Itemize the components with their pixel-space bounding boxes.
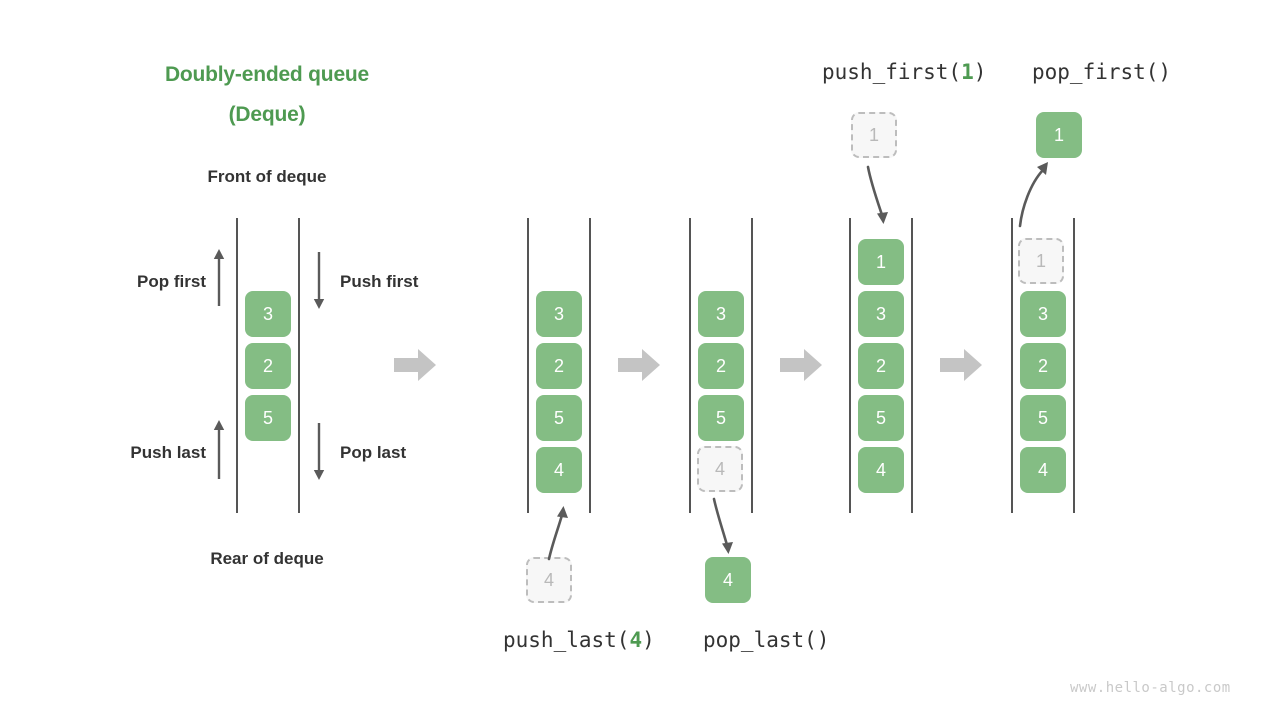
step-arrow-3-icon	[780, 348, 822, 382]
push-last-call-pre: push_last(	[503, 628, 630, 652]
pop-last-call-caption: pop_last()	[703, 628, 830, 652]
cell-col3-0: 3	[698, 291, 744, 337]
cell-col-initial-2: 5	[245, 395, 291, 441]
push-first-call-arg: 1	[961, 60, 974, 84]
cell-col5-1: 3	[1020, 291, 1066, 337]
push-first-arrow-icon	[312, 250, 326, 310]
push-first-call-post: )	[973, 60, 987, 84]
cell-col2-0: 3	[536, 291, 582, 337]
cell-col4-1: 3	[858, 291, 904, 337]
push-last-call-caption: push_last(4)	[503, 628, 655, 652]
cell-col3-1: 2	[698, 343, 744, 389]
diagram-title-line1: Doubly-ended queue	[164, 63, 370, 86]
diagram-title-line2: (Deque)	[228, 103, 306, 126]
cell-col4-2: 2	[858, 343, 904, 389]
cell-col2-1: 2	[536, 343, 582, 389]
cell-col5-4: 4	[1020, 447, 1066, 493]
pop-first-label: Pop first	[137, 272, 206, 291]
rear-of-deque-label: Rear of deque	[210, 549, 324, 568]
step-arrow-1-icon	[394, 348, 436, 382]
push-last-motion-arrow-icon	[540, 505, 580, 561]
push-first-call-pre: push_first(	[822, 60, 962, 84]
cell-col-initial-1: 2	[245, 343, 291, 389]
watermark: www.hello-algo.com	[1070, 680, 1231, 696]
push-first-call-caption: push_first(1)	[822, 60, 986, 84]
push-last-arrow-icon	[212, 419, 226, 481]
pop-first-motion-arrow-icon	[1012, 160, 1056, 228]
pop-last-motion-arrow-icon	[705, 497, 745, 557]
col-pop-last-rail-left	[689, 218, 691, 513]
cell-col4-3: 5	[858, 395, 904, 441]
step-arrow-4-icon	[940, 348, 982, 382]
pop-last-arrow-icon	[312, 421, 326, 481]
cell-col3-3-ghost: 4	[697, 446, 743, 492]
pop-first-call-caption: pop_first()	[1032, 60, 1172, 84]
push-last-call-post: )	[642, 628, 655, 652]
col-pop-last-rail-right	[751, 218, 753, 513]
push-first-motion-arrow-icon	[858, 165, 898, 227]
pop-last-label: Pop last	[340, 443, 407, 462]
cell-col5-0-ghost: 1	[1018, 238, 1064, 284]
cell-col4-0: 1	[858, 239, 904, 285]
cell-col2-2: 5	[536, 395, 582, 441]
incoming-ghost-cell-push-last: 4	[526, 557, 572, 603]
cell-col-initial-0: 3	[245, 291, 291, 337]
cell-col5-3: 5	[1020, 395, 1066, 441]
step-arrow-2-icon	[618, 348, 660, 382]
col-after-push-first-rail-right	[911, 218, 913, 513]
col-pop-first-rail-left	[1011, 218, 1013, 513]
push-last-call-arg: 4	[629, 628, 643, 652]
push-last-label: Push last	[130, 443, 206, 462]
cell-col5-2: 2	[1020, 343, 1066, 389]
push-first-label: Push first	[340, 272, 419, 291]
outgoing-cell-pop-last: 4	[705, 557, 751, 603]
cell-col2-3: 4	[536, 447, 582, 493]
front-of-deque-label: Front of deque	[207, 167, 327, 186]
incoming-ghost-cell-push-first: 1	[851, 112, 897, 158]
col-after-push-first-rail-left	[849, 218, 851, 513]
cell-col4-4: 4	[858, 447, 904, 493]
col-before-push-last-rail-left	[527, 218, 529, 513]
cell-col3-2: 5	[698, 395, 744, 441]
col-pop-first-rail-right	[1073, 218, 1075, 513]
col-initial-rail-left	[236, 218, 238, 513]
col-initial-rail-right	[298, 218, 300, 513]
outgoing-cell-pop-first: 1	[1036, 112, 1082, 158]
col-before-push-last-rail-right	[589, 218, 591, 513]
pop-first-arrow-icon	[212, 248, 226, 308]
